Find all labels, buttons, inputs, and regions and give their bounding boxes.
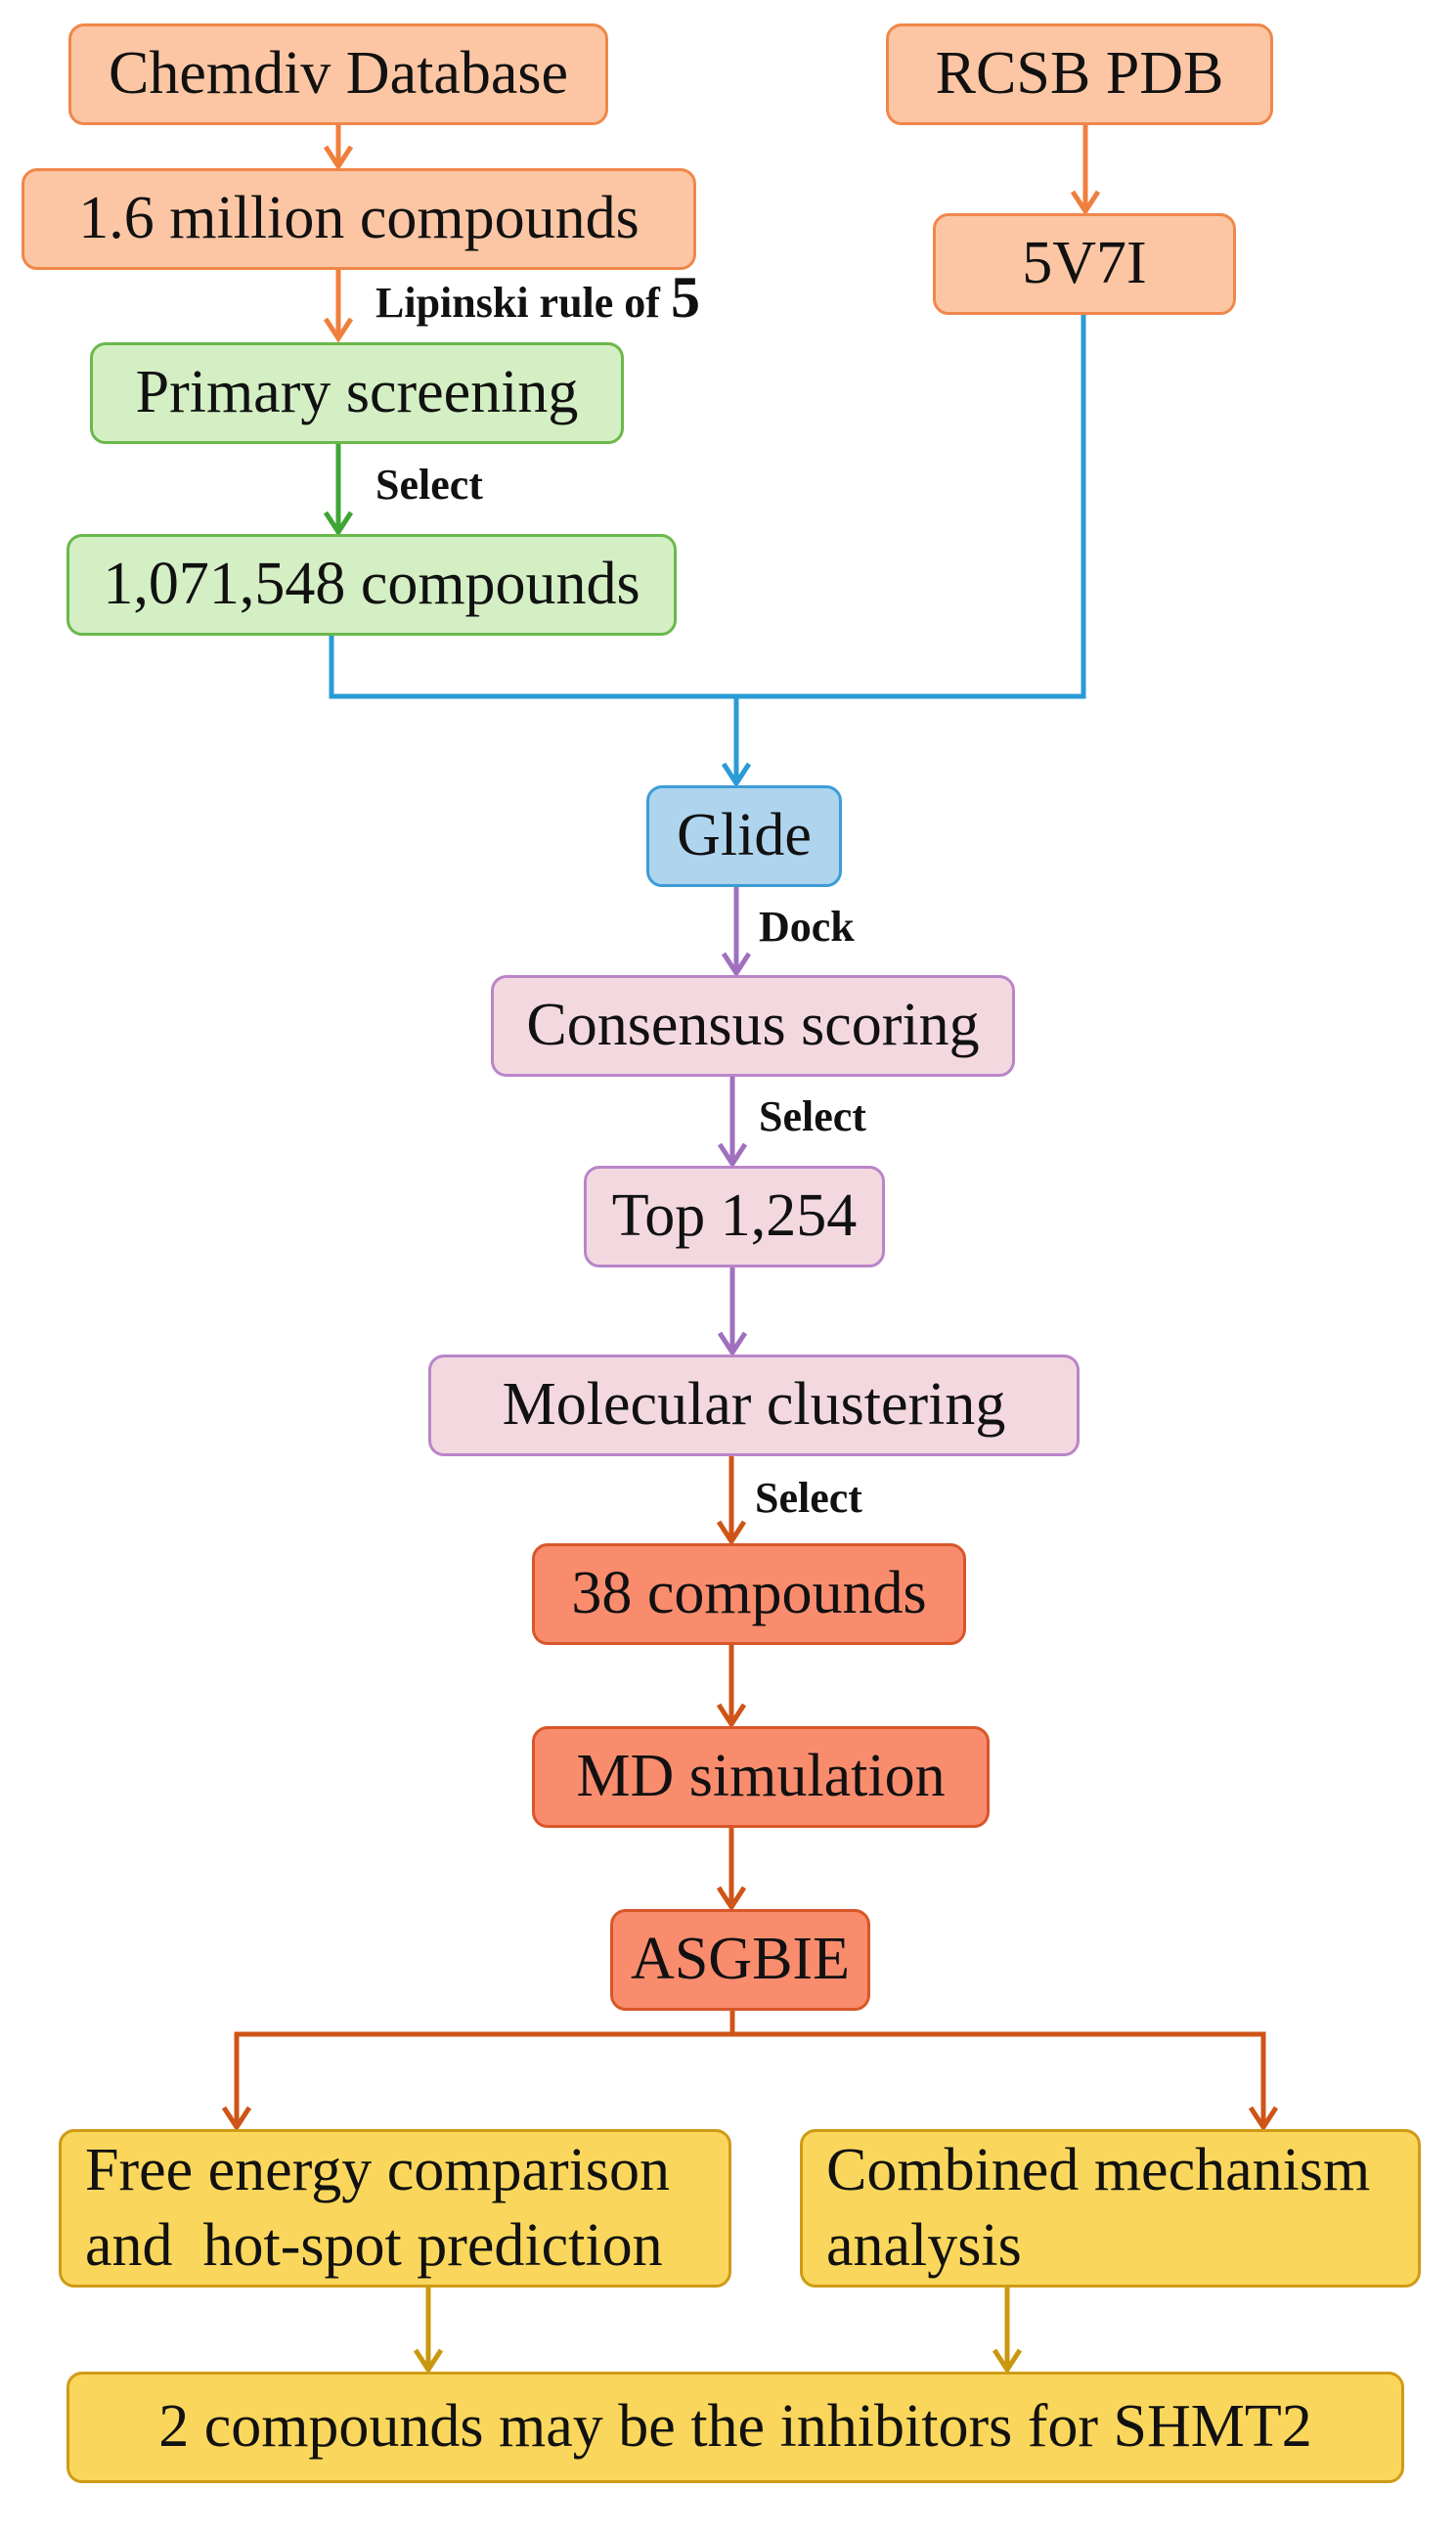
top-1254-box: Top 1,254	[584, 1166, 885, 1267]
arrow-38-to-md-head	[716, 1703, 747, 1729]
asgbie-box: ASGBIE	[610, 1909, 870, 2011]
select-label-2: Select	[759, 1092, 866, 1140]
arrow-md-to-asgbie-head	[716, 1886, 747, 1912]
lipinski-label-number: 5	[670, 265, 700, 330]
molecular-clustering-box: Molecular clustering	[428, 1355, 1080, 1456]
arrow-top-to-clustering-head	[717, 1331, 748, 1357]
primary-screening-box: Primary screening	[90, 342, 624, 444]
arrow-consensus-to-top-head	[717, 1142, 748, 1169]
million-compounds-box: 1.6 million compounds	[22, 168, 696, 270]
compounds-38-box: 38 compounds	[532, 1543, 966, 1645]
free-energy-box: Free energy comparison and hot-spot pred…	[59, 2129, 731, 2288]
combined-mechanism-box: Combined mechanism analysis	[800, 2129, 1421, 2288]
consensus-scoring-box: Consensus scoring	[491, 975, 1015, 1077]
arrow-chemdiv-to-million-head	[323, 145, 354, 171]
final-result-box: 2 compounds may be the inhibitors for SH…	[66, 2372, 1404, 2483]
glide-box: Glide	[646, 785, 842, 887]
lipinski-label-text: Lipinski rule of	[375, 279, 671, 327]
arrow-combined-to-final-head	[992, 2348, 1023, 2375]
dock-label: Dock	[759, 903, 855, 951]
pdb-5v7i-box: 5V7I	[933, 213, 1236, 315]
arrow-clustering-to-38-head	[716, 1520, 747, 1546]
select-label-1: Select	[375, 461, 483, 509]
md-simulation-box: MD simulation	[532, 1726, 990, 1828]
arrow-free-energy-to-final-head	[413, 2348, 444, 2375]
combined-mechanism-line-1: Combined mechanism	[826, 2136, 1371, 2203]
rcsb-pdb-box: RCSB PDB	[886, 23, 1273, 125]
arrow-rcsb-to-5v7i-head	[1070, 190, 1101, 216]
free-energy-line-2: and hot-spot prediction	[85, 2212, 663, 2279]
free-energy-line-1: Free energy comparison	[85, 2136, 670, 2203]
chemdiv-database-box: Chemdiv Database	[68, 23, 608, 125]
lipinski-label: Lipinski rule of 5	[375, 264, 700, 332]
arrow-merge-to-glide-head	[721, 762, 752, 788]
arrow-primary-to-compounds-head	[323, 511, 354, 537]
arrow-million-to-primary-head	[323, 317, 354, 343]
arrow-glide-to-consensus-head	[721, 952, 752, 978]
select-label-3: Select	[755, 1474, 862, 1522]
combined-mechanism-line-2: analysis	[826, 2212, 1022, 2279]
compounds-1071548-box: 1,071,548 compounds	[66, 534, 677, 636]
arrow-split-right-head	[1248, 2106, 1279, 2132]
arrow-split-left-head	[221, 2106, 252, 2132]
